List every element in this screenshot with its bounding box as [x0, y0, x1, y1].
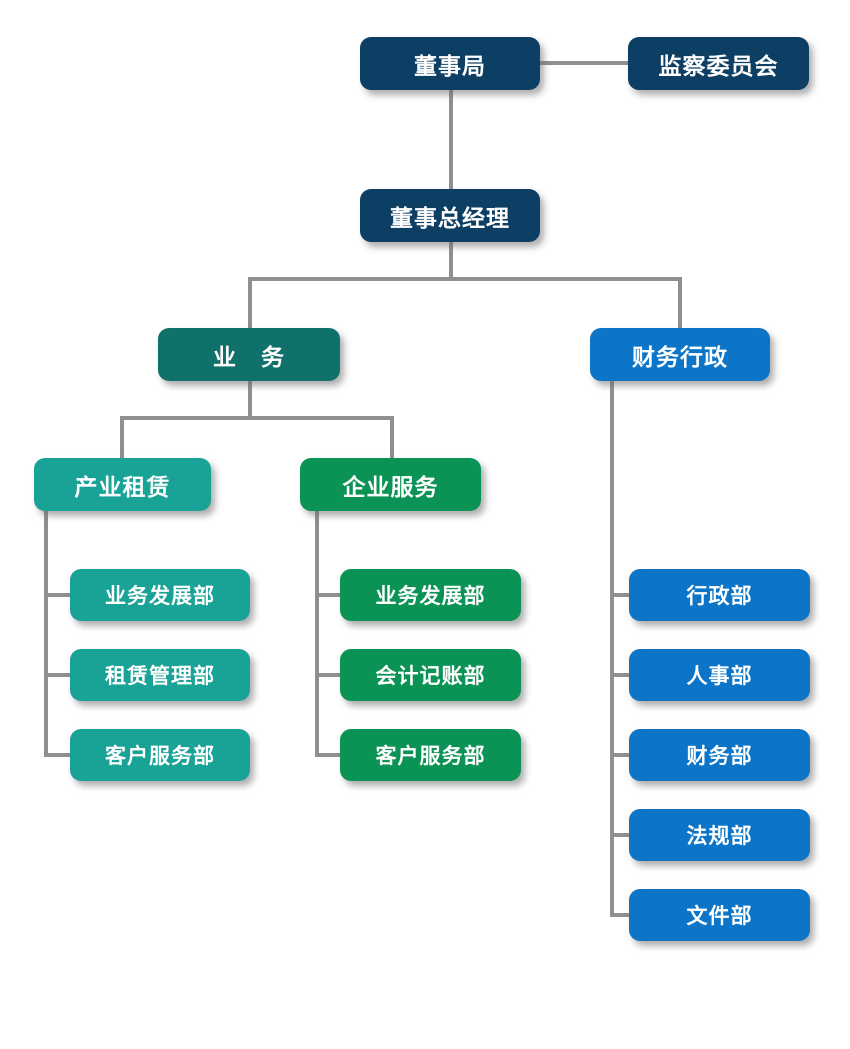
- connector-drop-corporate-services: [390, 416, 394, 460]
- node-cs-business-dev-label: 业务发展部: [375, 584, 486, 608]
- node-cs-accounting: 会计记账部: [340, 649, 521, 701]
- node-industrial-leasing-label: 产业租赁: [74, 474, 171, 501]
- stub-il-business-dev: [44, 593, 70, 597]
- node-fa-documents: 文件部: [629, 889, 810, 941]
- node-fa-legal-label: 法规部: [686, 824, 753, 848]
- stub-fa-hr: [610, 673, 630, 677]
- node-il-business-dev: 业务发展部: [70, 569, 250, 621]
- node-il-leasing-mgmt: 租赁管理部: [70, 649, 250, 701]
- node-board: 董事局: [360, 37, 540, 90]
- node-business-label: 业 务: [213, 344, 285, 371]
- node-supervisory: 监察委员会: [628, 37, 809, 90]
- node-fa-admin: 行政部: [629, 569, 810, 621]
- node-finance-admin: 财务行政: [590, 328, 770, 381]
- stub-cs-accounting: [315, 673, 340, 677]
- node-fa-hr-label: 人事部: [686, 664, 753, 688]
- connector-board-md: [449, 88, 453, 191]
- node-finance-admin-label: 财务行政: [632, 344, 728, 371]
- node-corporate-services: 企业服务: [300, 458, 481, 511]
- node-fa-admin-label: 行政部: [686, 584, 753, 608]
- node-corporate-services-label: 企业服务: [342, 474, 439, 501]
- node-fa-hr: 人事部: [629, 649, 810, 701]
- stub-fa-admin: [610, 593, 630, 597]
- node-cs-accounting-label: 会计记账部: [375, 664, 486, 688]
- connector-md-branch-horizontal: [248, 277, 682, 281]
- stub-il-customer-svc: [44, 753, 70, 757]
- node-fa-legal: 法规部: [629, 809, 810, 861]
- stub-fa-finance: [610, 753, 630, 757]
- node-cs-business-dev: 业务发展部: [340, 569, 521, 621]
- stub-cs-business-dev: [315, 593, 340, 597]
- node-business: 业 务: [158, 328, 340, 381]
- connector-business-branch-horizontal: [120, 416, 394, 420]
- stub-il-leasing-mgmt: [44, 673, 70, 677]
- node-cs-customer-svc: 客户服务部: [340, 729, 521, 781]
- node-fa-finance: 财务部: [629, 729, 810, 781]
- spine-industrial-leasing: [44, 508, 48, 757]
- node-il-customer-svc-label: 客户服务部: [105, 744, 215, 768]
- node-fa-finance-label: 财务部: [686, 744, 753, 768]
- stub-fa-documents: [610, 913, 630, 917]
- connector-drop-finance-admin: [678, 277, 682, 330]
- connector-business-down: [248, 380, 252, 418]
- node-il-business-dev-label: 业务发展部: [105, 584, 215, 608]
- spine-finance-admin: [610, 379, 614, 917]
- node-il-leasing-mgmt-label: 租赁管理部: [105, 664, 215, 688]
- node-managing-director: 董事总经理: [360, 189, 540, 242]
- connector-drop-industrial-leasing: [120, 416, 124, 460]
- node-board-label: 董事局: [414, 53, 486, 80]
- node-cs-customer-svc-label: 客户服务部: [375, 744, 486, 768]
- connector-md-down: [449, 242, 453, 279]
- node-fa-documents-label: 文件部: [686, 904, 753, 928]
- node-supervisory-label: 监察委员会: [658, 53, 779, 80]
- spine-corporate-services: [315, 508, 319, 757]
- connector-board-supervisory: [540, 61, 628, 65]
- node-industrial-leasing: 产业租赁: [34, 458, 211, 511]
- node-il-customer-svc: 客户服务部: [70, 729, 250, 781]
- stub-fa-legal: [610, 833, 630, 837]
- node-managing-director-label: 董事总经理: [390, 205, 510, 232]
- stub-cs-customer-svc: [315, 753, 340, 757]
- connector-drop-business: [248, 277, 252, 330]
